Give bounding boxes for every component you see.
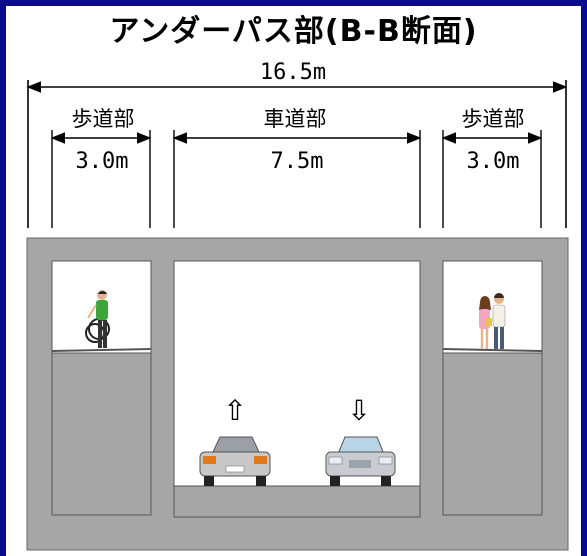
total-width-label: 16.5m: [259, 60, 327, 85]
sidewalk-left-label: 歩道部: [71, 107, 135, 131]
up-direction-arrow: ⇧: [223, 394, 246, 427]
diagram-title: アンダーパス部(B-B断面): [109, 14, 478, 49]
roadway-width: 7.5m: [270, 149, 324, 174]
down-direction-arrow: ⇩: [347, 394, 370, 427]
sidewalk-right-label: 歩道部: [461, 107, 525, 131]
pedestrians-figure: [479, 293, 506, 349]
total-dimension-line: [26, 80, 568, 228]
sidewalk-left-dimension-line: [50, 130, 152, 228]
cyclist-figure: [85, 290, 110, 348]
sidewalk-left-width: 3.0m: [75, 149, 129, 174]
sidewalk-right-dimension-line: [441, 130, 543, 228]
roadway-dimension-line: [172, 130, 422, 228]
car-rear-view: [199, 436, 271, 486]
underpass-structure: [26, 237, 569, 551]
roadway-label: 車道部: [263, 107, 327, 131]
car-front-view: [325, 436, 396, 486]
sidewalk-right-width: 3.0m: [466, 149, 520, 174]
